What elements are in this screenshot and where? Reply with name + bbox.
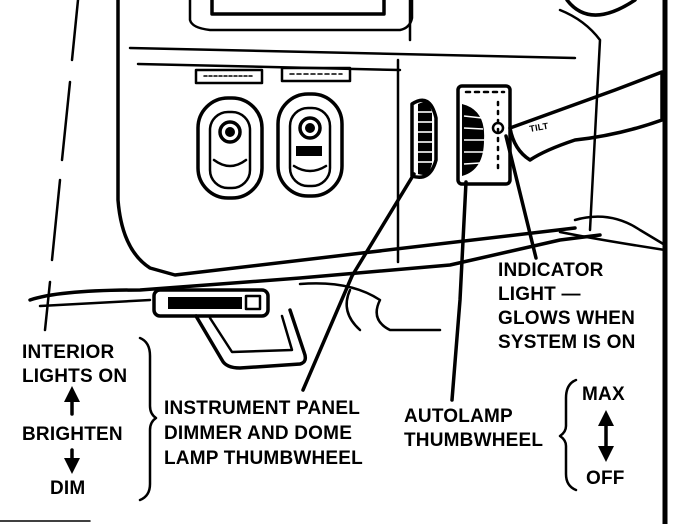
brighten-dim-arrow xyxy=(64,386,80,474)
svg-text:INSTRUMENT PANEL: INSTRUMENT PANEL xyxy=(164,398,360,419)
indicator-light xyxy=(491,121,505,135)
leader-lines xyxy=(301,134,538,402)
switch-label-plate-right xyxy=(280,66,352,83)
svg-text:GLOWS WHEN: GLOWS WHEN xyxy=(498,308,635,329)
svg-text:LIGHT —: LIGHT — xyxy=(498,284,581,305)
off-label: OFF xyxy=(586,468,625,489)
switch-label-plate-left xyxy=(194,68,264,85)
tilt-lever xyxy=(508,70,664,162)
dimmer-thumbwheel xyxy=(410,98,438,179)
brighten-label: BRIGHTEN xyxy=(22,424,123,445)
gauge-cluster-bottom xyxy=(210,0,386,16)
svg-text:INTERIOR: INTERIOR xyxy=(22,342,114,363)
tilt-lever-label: TILT xyxy=(529,121,550,134)
autolamp-range-callout: MAX OFF xyxy=(582,384,625,489)
svg-text:LAMP THUMBWHEEL: LAMP THUMBWHEEL xyxy=(164,448,363,469)
interior-lights-callout: INTERIOR LIGHTS ON BRIGHTEN DIM xyxy=(22,342,127,499)
autolamp-thumbwheel-callout: AUTOLAMP THUMBWHEEL xyxy=(404,406,543,451)
svg-text:THUMBWHEEL: THUMBWHEEL xyxy=(404,430,543,451)
indicator-light-callout: INDICATOR LIGHT — GLOWS WHEN SYSTEM IS O… xyxy=(498,260,636,353)
autolamp-leader-line xyxy=(450,180,468,402)
svg-text:DIMMER AND DOME: DIMMER AND DOME xyxy=(164,423,352,444)
panel-outline xyxy=(116,0,577,277)
rocker-switch-right xyxy=(276,92,344,198)
autolamp-housing xyxy=(456,84,512,186)
dashboard-illustration: TILT xyxy=(0,0,668,524)
dim-label: DIM xyxy=(50,478,85,499)
max-off-arrow xyxy=(598,410,614,462)
max-label: MAX xyxy=(582,384,625,405)
dimmer-leader-line xyxy=(301,172,416,392)
svg-text:INDICATOR: INDICATOR xyxy=(498,260,604,281)
indicator-leader-line xyxy=(504,134,538,260)
svg-text:LIGHTS ON: LIGHTS ON xyxy=(22,366,127,387)
interior-brace xyxy=(138,336,158,502)
range-brace xyxy=(558,378,578,492)
svg-text:SYSTEM IS ON: SYSTEM IS ON xyxy=(498,332,636,353)
rocker-switch-left xyxy=(196,96,264,200)
lower-panel-edge xyxy=(28,233,602,302)
hood-release-handle xyxy=(152,288,308,370)
svg-text:AUTOLAMP: AUTOLAMP xyxy=(404,406,513,427)
dimmer-thumbwheel-callout: INSTRUMENT PANEL DIMMER AND DOME LAMP TH… xyxy=(164,398,363,469)
